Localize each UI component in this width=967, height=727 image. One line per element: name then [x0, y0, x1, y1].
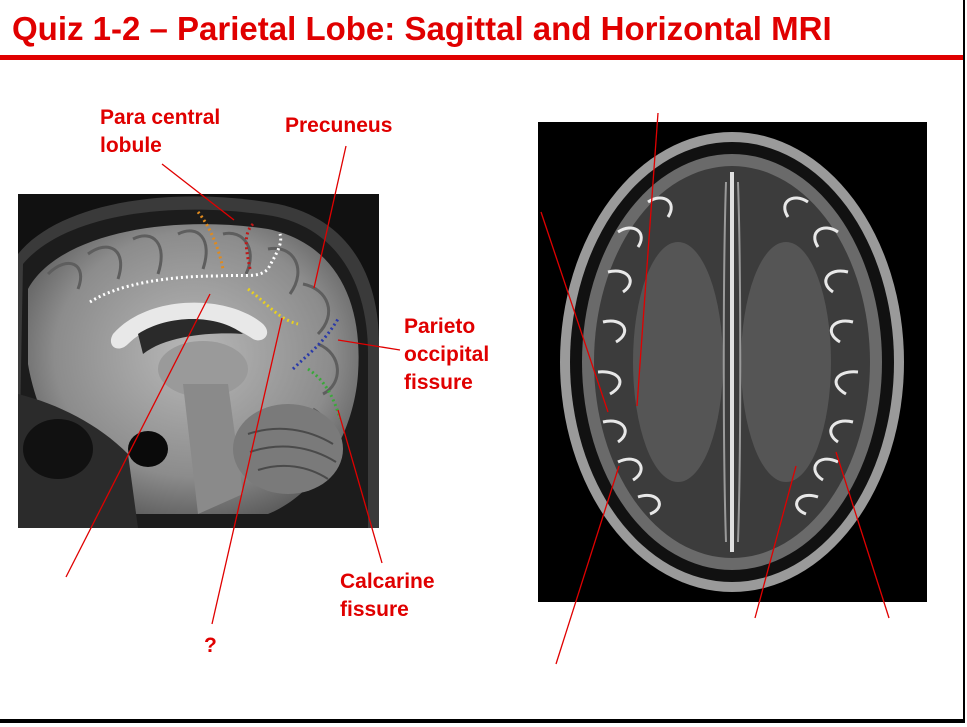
label-parieto-occipital-fissure: Parieto occipital fissure: [404, 313, 489, 397]
label-parieto-line1: Parieto: [404, 315, 476, 338]
sagittal-mri-image: [18, 194, 379, 528]
label-paracentral-line2: lobule: [100, 134, 162, 157]
pointer-calcarine: [337, 409, 383, 564]
pointer-parieto-occipital: [337, 339, 401, 351]
label-parieto-line3: fissure: [404, 371, 473, 394]
pointer-question: [211, 317, 283, 625]
pointer-paracentral: [161, 163, 235, 221]
pointer-horizontal-bottom-left: [555, 465, 620, 665]
pointer-horizontal-bottom-mid: [754, 465, 797, 619]
label-calcarine-line1: Calcarine: [340, 570, 435, 593]
pointer-sagittal-left: [65, 293, 211, 578]
sagittal-mri-drawing: [18, 194, 379, 528]
title-underline: [0, 55, 963, 60]
pointer-horizontal-top: [636, 112, 659, 407]
label-parieto-line2: occipital: [404, 343, 490, 366]
horizontal-mri-image: [538, 122, 927, 602]
label-calcarine-line2: fissure: [340, 598, 409, 621]
label-paracentral-lobule: Para central lobule: [100, 104, 220, 160]
label-calcarine-fissure: Calcarine fissure: [340, 568, 435, 624]
label-question-mark: ?: [204, 634, 217, 657]
slide-title: Quiz 1-2 – Parietal Lobe: Sagittal and H…: [12, 10, 832, 47]
pointer-horizontal-bottom-right: [835, 451, 890, 619]
label-precuneus: Precuneus: [285, 114, 393, 137]
label-paracentral-line1: Para central: [100, 106, 221, 129]
pointer-horizontal-left: [540, 211, 609, 413]
horizontal-mri-drawing: [538, 122, 927, 602]
pointer-precuneus: [313, 145, 347, 289]
